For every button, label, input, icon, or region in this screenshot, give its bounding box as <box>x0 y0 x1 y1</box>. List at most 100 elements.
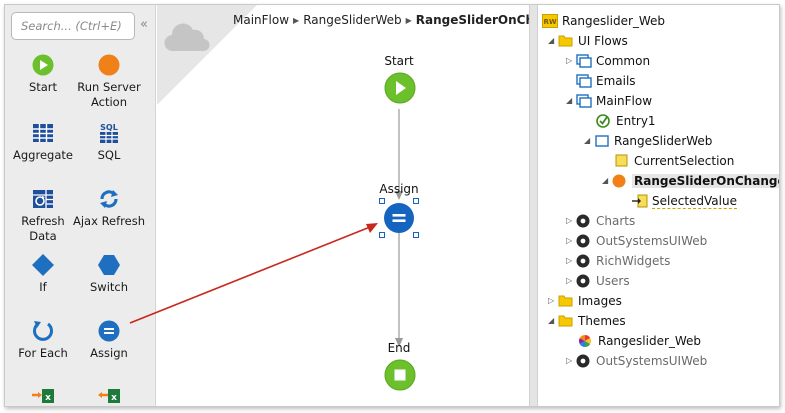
switch-icon <box>96 253 122 277</box>
excel-export-icon: x <box>96 387 122 406</box>
tool-label: SQL <box>97 148 121 162</box>
tool-for-each[interactable]: For Each <box>7 319 79 361</box>
run-server-action-icon <box>96 53 122 77</box>
cloud-icon <box>163 21 211 56</box>
tool-sql[interactable]: SQL SQL <box>73 121 145 163</box>
sql-icon: SQL <box>96 121 122 145</box>
ui-flow-icon <box>576 73 592 88</box>
expand-arrow-icon[interactable]: ▷ <box>566 236 573 245</box>
breadcrumb-separator-icon: ▶ <box>293 16 300 25</box>
toolbox-panel: Search... (Ctrl+E) « Start Run Server Ac… <box>5 5 156 406</box>
svg-text:x: x <box>111 393 117 403</box>
tree-item[interactable]: ▷RichWidgets <box>566 254 671 268</box>
excel-import-icon: x <box>30 387 56 406</box>
folder-open-icon <box>558 34 574 48</box>
tree-item[interactable]: ▷Users <box>566 274 630 288</box>
tool-label: For Each <box>18 346 68 360</box>
tool-label: Start <box>28 80 58 94</box>
collapse-arrow-icon[interactable]: ◢ <box>548 36 555 45</box>
expand-arrow-icon[interactable]: ▷ <box>566 356 573 365</box>
breadcrumb-separator-icon: ▶ <box>405 16 412 25</box>
action-icon <box>612 174 628 188</box>
tool-assign[interactable]: Assign <box>73 319 145 361</box>
expand-arrow-icon[interactable]: ▷ <box>566 56 573 65</box>
folder-icon <box>558 294 574 308</box>
module-icon: RW <box>542 13 558 28</box>
tree-item[interactable]: ◢Themes <box>548 314 626 328</box>
search-input[interactable]: Search... (Ctrl+E) <box>11 12 135 40</box>
tree-item[interactable]: ▷Images <box>548 294 622 308</box>
collapse-arrow-icon[interactable]: ◢ <box>602 176 609 185</box>
tree-item-selected[interactable]: ◢RangeSliderOnChange <box>602 172 779 190</box>
end-node-label: End <box>387 341 411 355</box>
flow-connectors <box>395 109 403 347</box>
expand-arrow-icon[interactable]: ▷ <box>548 296 555 305</box>
refresh-data-icon <box>30 187 56 211</box>
tool-ajax-refresh[interactable]: Ajax Refresh <box>73 187 145 229</box>
tree-item[interactable]: ▷Charts <box>566 214 636 228</box>
aggregate-icon <box>30 121 56 145</box>
start-node[interactable] <box>384 72 416 107</box>
breadcrumb-item[interactable]: RangeSliderWeb <box>303 13 402 27</box>
assign-icon <box>96 319 122 343</box>
tool-excel-to-record[interactable]: x <box>7 387 79 406</box>
expand-arrow-icon[interactable]: ▷ <box>566 216 573 225</box>
canvas-corner <box>157 5 257 105</box>
collapse-arrow-icon[interactable]: ◢ <box>584 136 591 145</box>
folder-open-icon <box>558 314 574 328</box>
tool-label: If <box>39 280 47 294</box>
theme-icon <box>578 334 594 348</box>
collapse-arrow-icon[interactable]: ◢ <box>566 96 573 105</box>
dependency-icon <box>576 214 592 228</box>
ui-flow-icon <box>576 93 592 108</box>
svg-text:RW: RW <box>543 18 556 26</box>
tool-aggregate[interactable]: Aggregate <box>7 121 79 163</box>
tool-run-server-action[interactable]: Run Server Action <box>73 53 145 110</box>
web-block-icon <box>594 134 610 148</box>
expand-arrow-icon[interactable]: ▷ <box>566 256 573 265</box>
tool-if[interactable]: If <box>7 253 79 295</box>
collapse-arrow-icon[interactable]: ◢ <box>548 316 555 325</box>
tree-item[interactable]: ▷Common <box>566 53 651 68</box>
tool-label: Ajax Refresh <box>73 214 145 228</box>
tree-item[interactable]: Entry1 <box>596 112 656 130</box>
tree-item[interactable]: ◢UI Flows <box>548 34 628 48</box>
start-node-label: Start <box>384 54 414 68</box>
dependency-icon <box>576 274 592 288</box>
tree-item[interactable]: CurrentSelection <box>614 152 734 170</box>
end-node[interactable] <box>384 359 416 394</box>
start-icon <box>30 53 56 77</box>
variable-icon <box>614 154 630 168</box>
for-each-icon <box>30 319 56 343</box>
ajax-refresh-icon <box>96 187 122 211</box>
ui-flow-icon <box>576 53 592 68</box>
collapse-panel-button[interactable]: « <box>140 17 148 32</box>
tree-item[interactable]: ▷OutSystemsUIWeb <box>566 354 708 368</box>
dependency-icon <box>576 234 592 248</box>
tool-record-to-excel[interactable]: x <box>73 387 145 406</box>
expand-arrow-icon[interactable]: ▷ <box>566 276 573 285</box>
breadcrumb-item[interactable]: MainFlow <box>233 13 290 27</box>
assign-node[interactable] <box>379 198 419 241</box>
svg-text:SQL: SQL <box>100 123 118 132</box>
tree-item[interactable]: ◢MainFlow <box>566 93 653 108</box>
dependency-icon <box>576 354 592 368</box>
flow-canvas[interactable]: MainFlow▶RangeSliderWeb▶RangeSliderOnCha… <box>157 5 567 406</box>
entry-icon <box>596 113 612 128</box>
assign-node-label: Assign <box>379 182 419 196</box>
input-parameter-icon <box>632 194 648 208</box>
if-icon <box>30 253 56 277</box>
tree-item[interactable]: Rangeslider_Web <box>578 332 701 350</box>
panel-splitter[interactable] <box>529 5 538 406</box>
tool-start[interactable]: Start <box>7 53 79 95</box>
tool-label: Run Server Action <box>77 80 141 109</box>
tree-item[interactable]: ▷OutSystemsUIWeb <box>566 234 708 248</box>
drag-arrow-icon <box>129 223 378 324</box>
tree-item[interactable]: SelectedValue <box>632 192 737 210</box>
tree-item[interactable]: ◢RangeSliderWeb <box>584 134 713 148</box>
tool-refresh-data[interactable]: Refresh Data <box>7 187 79 244</box>
tree-item[interactable]: Emails <box>576 72 636 90</box>
tool-switch[interactable]: Switch <box>73 253 145 295</box>
